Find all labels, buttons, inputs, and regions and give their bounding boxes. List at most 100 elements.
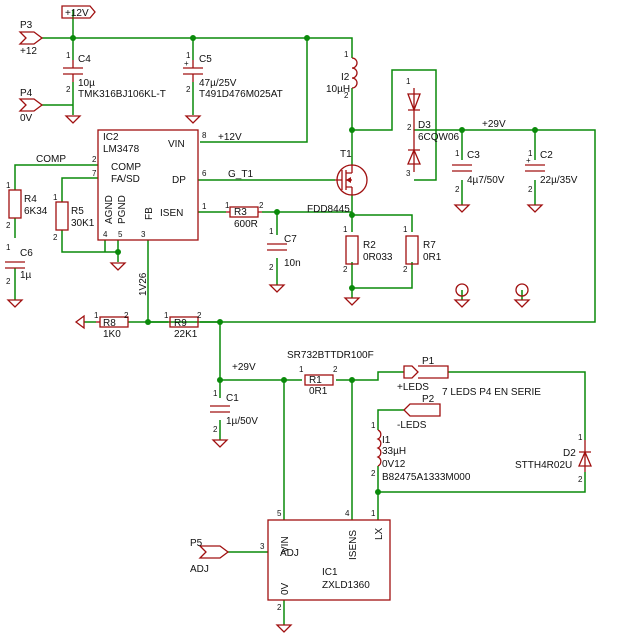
ic2-pin-isen: ISEN (160, 208, 183, 219)
svg-text:8: 8 (202, 131, 207, 140)
svg-text:1: 1 (6, 181, 11, 190)
ic1-pin-isens: ISENS (348, 530, 359, 560)
c3-value: 4µ7/50V (467, 175, 505, 186)
r8-value: 1K0 (103, 329, 121, 340)
port-p3-ref: P3 (20, 20, 33, 31)
net-g-t1: G_T1 (228, 169, 253, 180)
resistor-r3: 1 2 R3 600R (225, 201, 264, 230)
port-p4-ref: P4 (20, 88, 33, 99)
resistor-r4: 1 2 R4 6K34 (6, 181, 48, 230)
r4-ref: R4 (24, 194, 37, 205)
port-plus12-top: +12V (61, 5, 96, 19)
capacitor-c1: 1 2 C1 1µ/50V (210, 389, 258, 434)
svg-text:1: 1 (269, 227, 274, 236)
resistor-r8: 1 2 R8 1K0 (94, 311, 129, 340)
port-p1: P1 +LEDS (397, 356, 449, 393)
c2-ref: C2 (540, 150, 553, 161)
r1-part: SR732BTTDR100F (287, 350, 374, 361)
svg-text:2: 2 (578, 475, 583, 484)
svg-text:2: 2 (66, 85, 71, 94)
ic1-pin-lx: LX (374, 527, 385, 540)
svg-text:7: 7 (92, 169, 97, 178)
r1-ref: R1 (309, 375, 322, 386)
svg-text:1: 1 (53, 193, 58, 202)
ic1-ref: IC1 (322, 567, 338, 578)
svg-text:2: 2 (6, 221, 11, 230)
l1-sub: 0V12 (382, 459, 406, 470)
svg-text:2: 2 (277, 603, 282, 612)
svg-text:2: 2 (344, 91, 349, 100)
c6-ref: C6 (20, 248, 33, 259)
r5-value: 30K1 (71, 218, 95, 229)
r1-value: 0R1 (309, 386, 328, 397)
net-1v26: 1V26 (138, 272, 149, 296)
svg-text:2: 2 (403, 265, 408, 274)
svg-text:+: + (526, 156, 531, 165)
r7-ref: R7 (423, 240, 436, 251)
svg-text:2: 2 (333, 365, 338, 374)
ic2-lm3478: IC2 LM3478 COMP FA/SD VIN DP ISEN AGND P… (92, 129, 207, 241)
r2-value: 0R033 (363, 252, 393, 263)
ic2-pin-dp: DP (172, 175, 186, 186)
port-p1-ref: P1 (422, 356, 435, 367)
svg-text:1: 1 (66, 51, 71, 60)
port-p2: P2 -LEDS (397, 394, 441, 431)
capacitor-c7: 1 2 C7 10n (267, 227, 301, 272)
r2-ref: R2 (363, 240, 376, 251)
ic2-pin-vin: VIN (168, 139, 185, 150)
r3-value: 600R (234, 219, 258, 230)
c1-value: 1µ/50V (226, 416, 258, 427)
svg-text:1: 1 (202, 202, 207, 211)
c7-value: 10n (284, 258, 301, 269)
c5-value: 47µ/25V (199, 78, 237, 89)
port-p4: P4 0V (18, 88, 44, 124)
svg-text:6: 6 (202, 169, 207, 178)
svg-text:1: 1 (528, 149, 533, 158)
d2-ref: D2 (563, 448, 576, 459)
svg-text:2: 2 (407, 123, 412, 132)
r5-ref: R5 (71, 206, 84, 217)
d3-ref: D3 (418, 120, 431, 131)
resistor-r9: 1 2 R9 22K1 (164, 311, 202, 340)
c3-ref: C3 (467, 150, 480, 161)
svg-text:2: 2 (455, 185, 460, 194)
port-plus12-label: +12V (65, 8, 89, 19)
svg-text:1: 1 (406, 77, 411, 86)
c4-ref: C4 (78, 54, 91, 65)
d3-part: 6CQW06 (418, 132, 460, 143)
note-led-series: 7 LEDS P4 EN SERIE (442, 387, 541, 398)
svg-text:1: 1 (344, 50, 349, 59)
svg-text:2: 2 (6, 277, 11, 286)
l1-value: 33µH (382, 446, 406, 457)
junctions (70, 35, 538, 495)
svg-text:1: 1 (6, 243, 11, 252)
ic2-pin-pgnd: PGND (117, 195, 128, 224)
net-plus29-top: +29V (482, 119, 506, 130)
svg-text:2: 2 (528, 185, 533, 194)
svg-text:1: 1 (343, 225, 348, 234)
r3-ref: R3 (234, 207, 247, 218)
d2-part: STTH4R02U (515, 460, 572, 471)
svg-text:1: 1 (578, 433, 583, 442)
svg-text:1: 1 (299, 365, 304, 374)
svg-text:3: 3 (406, 169, 411, 178)
c6-value: 1µ (20, 270, 32, 281)
net-labels: +12V COMP G_T1 +29V +29V 1V26 7 LEDS P4 … (36, 119, 541, 398)
c1-ref: C1 (226, 393, 239, 404)
c4-part: TMK316BJ106KL-T (78, 89, 166, 100)
svg-text:1: 1 (213, 389, 218, 398)
svg-text:1: 1 (403, 225, 408, 234)
inductor-l1: 1 2 I1 33µH 0V12 B82475A1333M000 (371, 421, 471, 483)
inductor-l2: 1 2 I2 10µH (326, 50, 358, 100)
transistor-t1: T1 FDD8445 (307, 149, 368, 215)
capacitor-c4: 1 2 C4 10µ TMK316BJ106KL-T (63, 51, 166, 100)
c5-part: T491D476M025AT (199, 89, 283, 100)
svg-text:4: 4 (345, 509, 350, 518)
l1-ref: I1 (382, 435, 391, 446)
r8-ref: R8 (103, 318, 116, 329)
resistor-r1: 1 2 SR732BTTDR100F R1 0R1 (287, 350, 374, 397)
c7-ref: C7 (284, 234, 297, 245)
resistor-r5: 1 2 R5 30K1 (53, 193, 95, 242)
svg-text:5: 5 (277, 509, 282, 518)
